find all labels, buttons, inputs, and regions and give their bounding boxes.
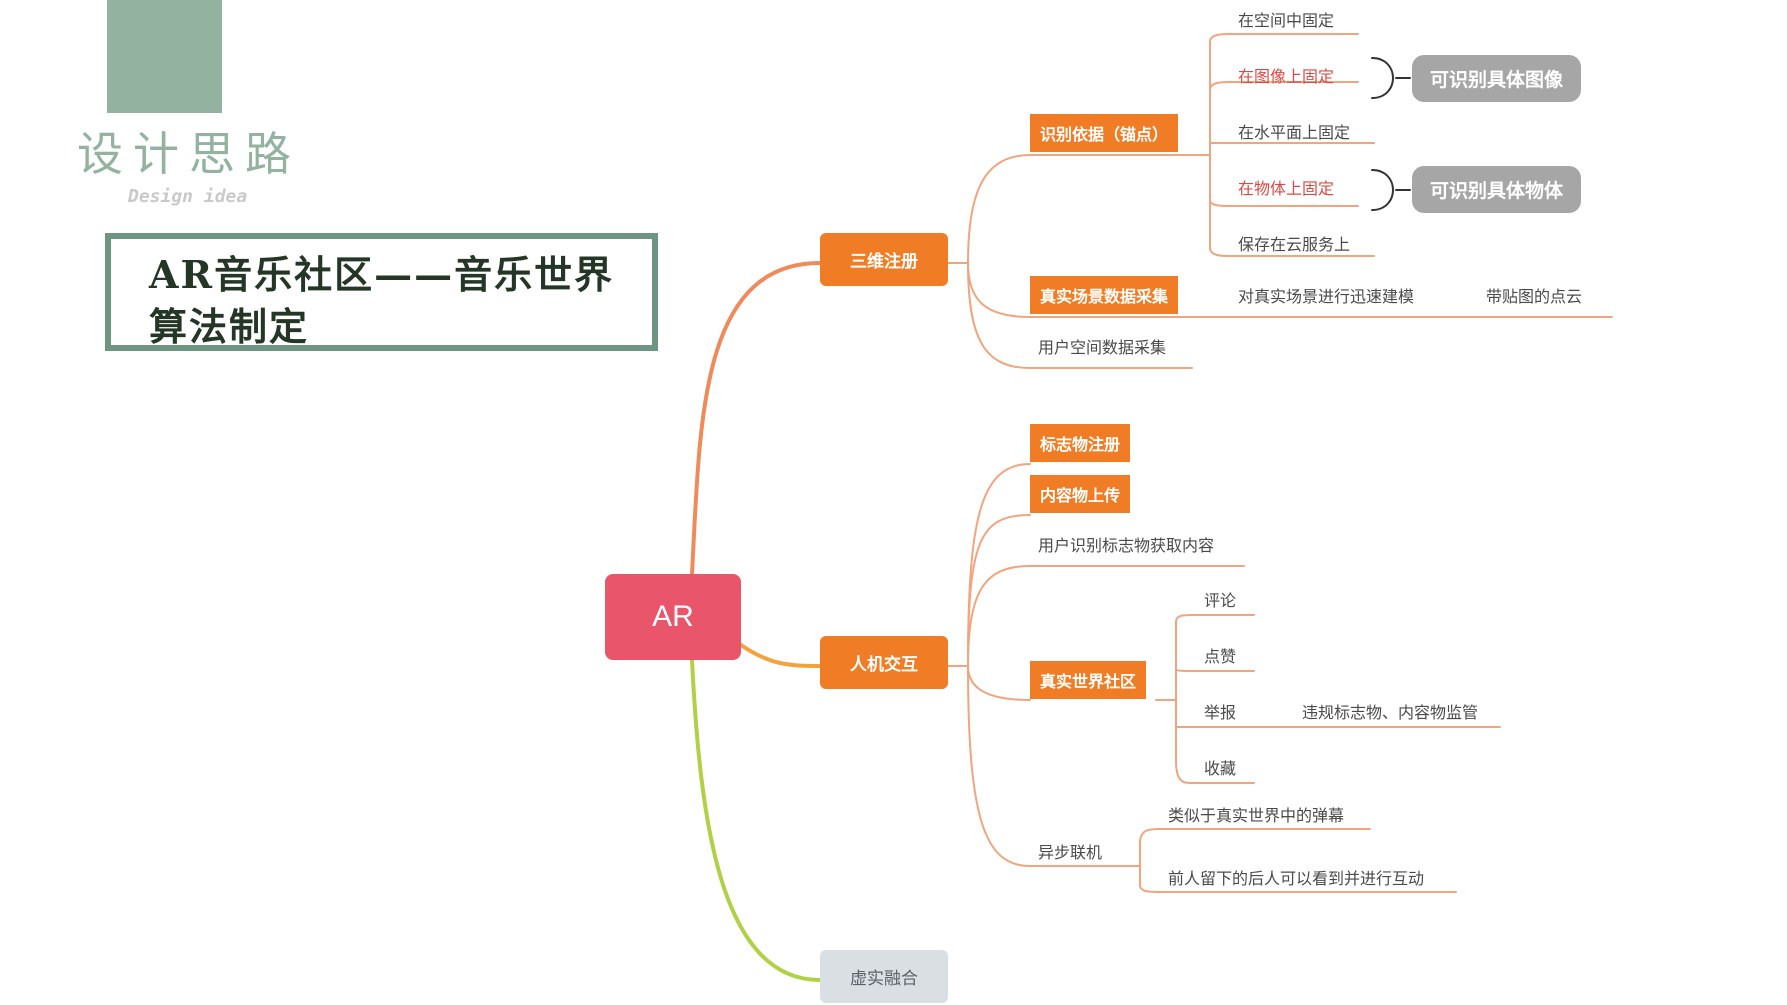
connector-root-sanwei	[690, 261, 822, 576]
leaf-fixed-on-horizontal-plane[interactable]: 在水平面上固定	[1238, 123, 1351, 142]
leaf-user-space-data-collection[interactable]: 用户空间数据采集	[1038, 338, 1167, 357]
summary-recognize-image[interactable]: 可识别具体图像	[1412, 55, 1582, 102]
leaf-fixed-on-image[interactable]: 在图像上固定	[1238, 67, 1335, 86]
node-real-world-community[interactable]: 真实世界社区	[1030, 661, 1147, 699]
slide-title-frame: AR音乐社区——音乐世界算法制定	[105, 233, 658, 351]
leaf-like[interactable]: 点赞	[1204, 647, 1237, 666]
node-marker-registration[interactable]: 标志物注册	[1030, 424, 1131, 462]
slide-title: AR音乐社区——音乐世界算法制定	[149, 252, 615, 349]
leaf-saved-on-cloud[interactable]: 保存在云服务上	[1238, 235, 1351, 254]
summary-recognize-object[interactable]: 可识别具体物体	[1412, 166, 1582, 213]
node-real-scene-data-collection[interactable]: 真实场景数据采集	[1030, 276, 1179, 314]
leaf-danmaku[interactable]: 类似于真实世界中的弹幕	[1168, 806, 1345, 825]
node-async-online[interactable]: 异步联机	[1038, 843, 1103, 862]
leaf-fixed-in-space[interactable]: 在空间中固定	[1238, 11, 1335, 30]
leaf-interaction-trace[interactable]: 前人留下的后人可以看到并进行互动	[1168, 869, 1425, 888]
leaf-fixed-on-object[interactable]: 在物体上固定	[1238, 179, 1335, 198]
connector-root-renji	[739, 643, 822, 668]
branch-virtual-real-fusion[interactable]: 虚实融合	[820, 950, 948, 1003]
node-recognition-basis[interactable]: 识别依据（锚点）	[1030, 114, 1179, 152]
leaf-rapid-scene-modeling[interactable]: 对真实场景进行迅速建模	[1238, 287, 1415, 306]
leaf-comment[interactable]: 评论	[1204, 591, 1237, 610]
leaf-report[interactable]: 举报	[1204, 703, 1237, 722]
node-content-upload[interactable]: 内容物上传	[1030, 475, 1131, 513]
branch-3d-registration[interactable]: 三维注册	[820, 233, 948, 286]
page-subtitle: Design idea	[128, 186, 248, 207]
page-title: 设计思路	[77, 127, 301, 181]
leaf-recognize-marker-get-content[interactable]: 用户识别标志物获取内容	[1038, 536, 1215, 555]
mindmap-root-node[interactable]: AR	[605, 574, 741, 660]
leaf-textured-point-cloud[interactable]: 带贴图的点云	[1486, 287, 1583, 306]
header-color-block	[107, 0, 222, 113]
connector-root-xushi	[690, 658, 822, 982]
branch-human-interaction[interactable]: 人机交互	[820, 636, 948, 689]
leaf-favorite[interactable]: 收藏	[1204, 759, 1237, 778]
leaf-content-supervision[interactable]: 违规标志物、内容物监管	[1302, 703, 1479, 722]
